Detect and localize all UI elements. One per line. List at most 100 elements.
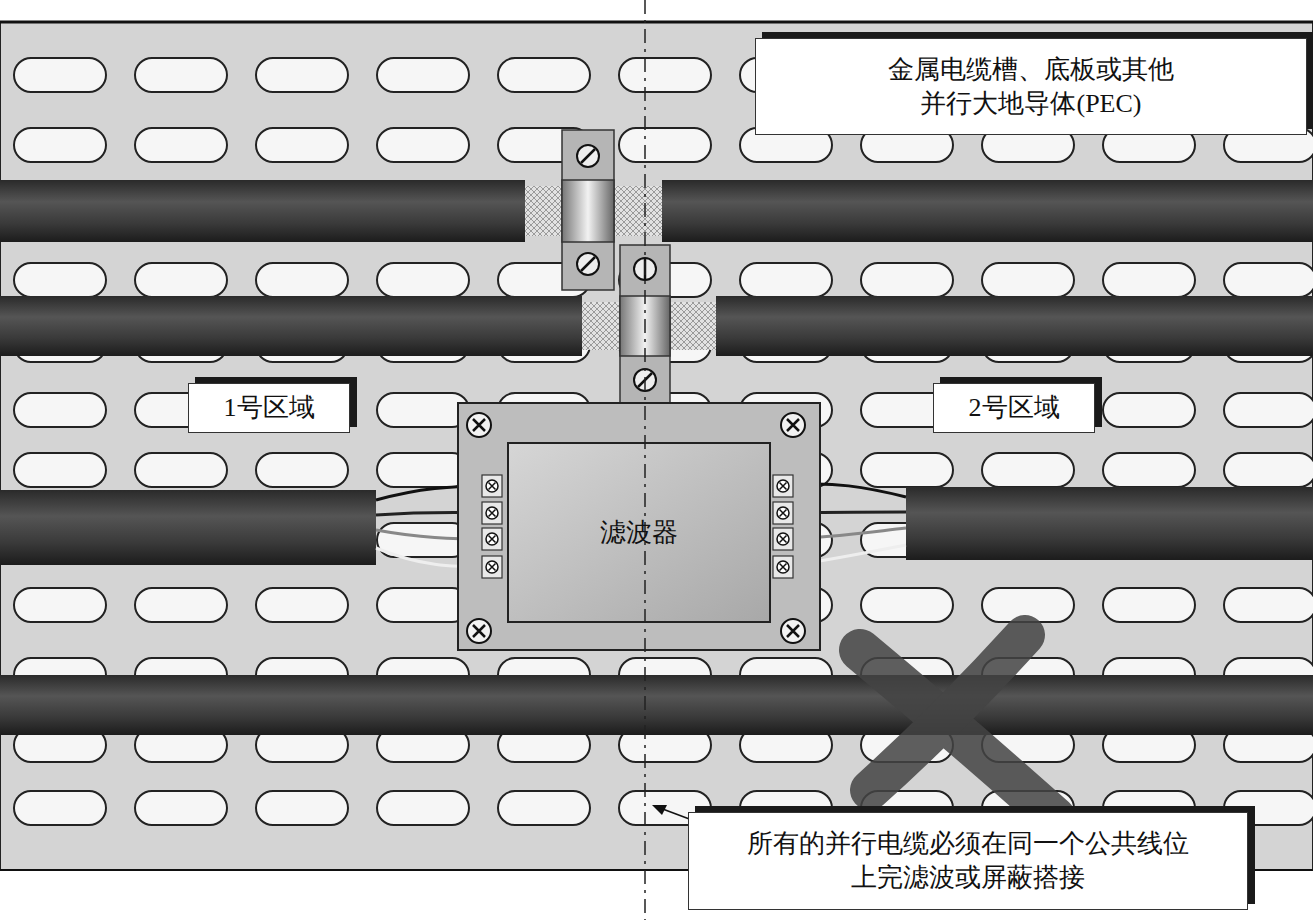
terminal-screw xyxy=(777,533,789,545)
tray-slot xyxy=(256,453,348,487)
common-boundary-line xyxy=(644,0,646,920)
label-text: 所有的并行电缆必须在同一个公共线位 上完滤波或屏蔽搭接 xyxy=(743,827,1193,895)
terminal-screw xyxy=(486,507,498,519)
tray-slot xyxy=(256,791,348,825)
tray-slot xyxy=(1103,588,1195,622)
terminal xyxy=(773,475,793,497)
terminal-cross xyxy=(489,483,496,490)
tray-edge xyxy=(0,21,1313,24)
terminal-screw xyxy=(486,533,498,545)
terminal-block xyxy=(482,502,502,524)
terminal-screw xyxy=(777,561,789,573)
label-text: 滤波器 xyxy=(600,516,678,550)
zone-label-box: 1号区域 xyxy=(188,383,350,433)
terminal-block xyxy=(482,475,502,497)
terminal-cross xyxy=(780,564,787,571)
tray-slot xyxy=(1103,393,1195,427)
tray-slot xyxy=(14,393,106,427)
tray-slot xyxy=(1103,263,1195,297)
screw-slot xyxy=(581,257,595,271)
terminal-screw xyxy=(777,507,789,519)
cross-mark xyxy=(860,635,1055,818)
terminal-block xyxy=(773,502,793,524)
screw-head xyxy=(467,413,491,437)
tray-slot xyxy=(377,791,469,825)
label-text: 2号区域 xyxy=(969,391,1060,425)
tray-slot xyxy=(619,58,711,92)
tray-slot xyxy=(377,263,469,297)
shielded-cable xyxy=(0,130,1313,290)
clamp-plate xyxy=(562,130,614,290)
tray-slot xyxy=(982,453,1074,487)
cable xyxy=(662,180,1313,242)
screw-head xyxy=(781,619,805,643)
tray-slot xyxy=(861,453,953,487)
screw-head xyxy=(781,413,805,437)
tray-slot xyxy=(377,393,469,427)
terminal xyxy=(482,528,502,550)
cross-stroke xyxy=(870,635,1025,790)
tray-slot xyxy=(14,128,106,162)
tray-slot xyxy=(1224,393,1313,427)
terminal-block xyxy=(773,528,793,550)
screw xyxy=(781,619,805,643)
tray-slot xyxy=(498,58,590,92)
callout-box: 所有的并行电缆必须在同一个公共线位 上完滤波或屏蔽搭接 xyxy=(688,812,1248,910)
tray-slot xyxy=(377,58,469,92)
screw xyxy=(577,145,599,167)
terminal-cross xyxy=(489,564,496,571)
terminal-cross xyxy=(780,483,787,490)
screw-slot xyxy=(581,149,595,163)
tray-slot xyxy=(861,588,953,622)
terminal-cross xyxy=(489,510,496,517)
tray-slot xyxy=(861,263,953,297)
tray-slot xyxy=(14,791,106,825)
screw xyxy=(467,413,491,437)
cable xyxy=(906,487,1313,560)
terminal-cross xyxy=(780,536,787,543)
terminal-block xyxy=(773,475,793,497)
tray-slot xyxy=(498,791,590,825)
zone-label-box: 2号区域 xyxy=(933,383,1095,433)
tray-slot xyxy=(982,263,1074,297)
screw xyxy=(577,253,599,275)
screw-head xyxy=(467,619,491,643)
leader-arrowhead xyxy=(652,805,667,815)
terminal-screw xyxy=(486,561,498,573)
terminal xyxy=(773,528,793,550)
filter-box: 滤波器 xyxy=(508,443,770,622)
terminal-block xyxy=(482,556,502,578)
tray-slot xyxy=(14,588,106,622)
terminal-screw xyxy=(777,480,789,492)
filter-body xyxy=(508,443,770,622)
terminal xyxy=(482,502,502,524)
shield-clamp xyxy=(562,180,614,242)
screw xyxy=(467,619,491,643)
tray-slot xyxy=(135,263,227,297)
cable xyxy=(0,180,525,242)
tray-slot xyxy=(377,588,469,622)
terminal xyxy=(773,502,793,524)
terminal-cross xyxy=(780,510,787,517)
label-text: 金属电缆槽、底板或其他 并行大地导体(PEC) xyxy=(878,53,1185,121)
screw-cross xyxy=(473,625,485,637)
filter-flange xyxy=(458,403,820,650)
terminal-block xyxy=(482,528,502,550)
terminal-block xyxy=(773,556,793,578)
note-box: 金属电缆槽、底板或其他 并行大地导体(PEC) xyxy=(755,38,1307,135)
terminal xyxy=(773,556,793,578)
tray-slot xyxy=(135,588,227,622)
tray-slot xyxy=(377,453,469,487)
tray-slot xyxy=(14,58,106,92)
terminal-cross xyxy=(489,536,496,543)
tray-slot xyxy=(256,263,348,297)
terminal-screw xyxy=(486,480,498,492)
tray-slot xyxy=(135,453,227,487)
tray-slot xyxy=(135,791,227,825)
tray-slot xyxy=(1103,453,1195,487)
label-text: 1号区域 xyxy=(224,391,315,425)
screw-cross xyxy=(787,625,799,637)
